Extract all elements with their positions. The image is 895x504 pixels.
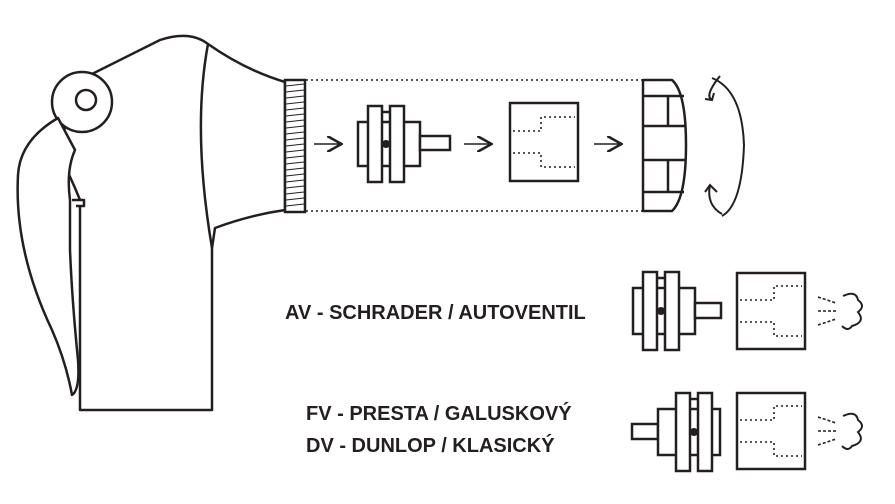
- cap-icon: [641, 78, 688, 213]
- seal-insert-icon: [508, 101, 580, 183]
- lever-icon: [16, 116, 86, 397]
- label-dv: DV - DUNLOP / KLASICKÝ: [306, 433, 555, 457]
- fv-seal-insert-icon: [735, 391, 807, 471]
- label-fv: FV - PRESTA / GALUSKOVÝ: [306, 401, 572, 425]
- fv-valve-adapter-icon: [630, 391, 722, 473]
- thread-collar-icon: [283, 78, 307, 214]
- av-air-puff-icon: [817, 292, 863, 330]
- fv-air-puff-icon: [817, 412, 863, 450]
- label-av: AV - SCHRADER / AUTOVENTIL: [285, 302, 586, 324]
- valve-adapter-icon: [356, 104, 452, 184]
- rotate-arrow-icon: [704, 75, 746, 217]
- exploded-guide-lines: [306, 79, 645, 212]
- av-valve-adapter-icon: [631, 270, 723, 352]
- pump-head-icon: [50, 34, 287, 412]
- av-seal-insert-icon: [735, 271, 807, 351]
